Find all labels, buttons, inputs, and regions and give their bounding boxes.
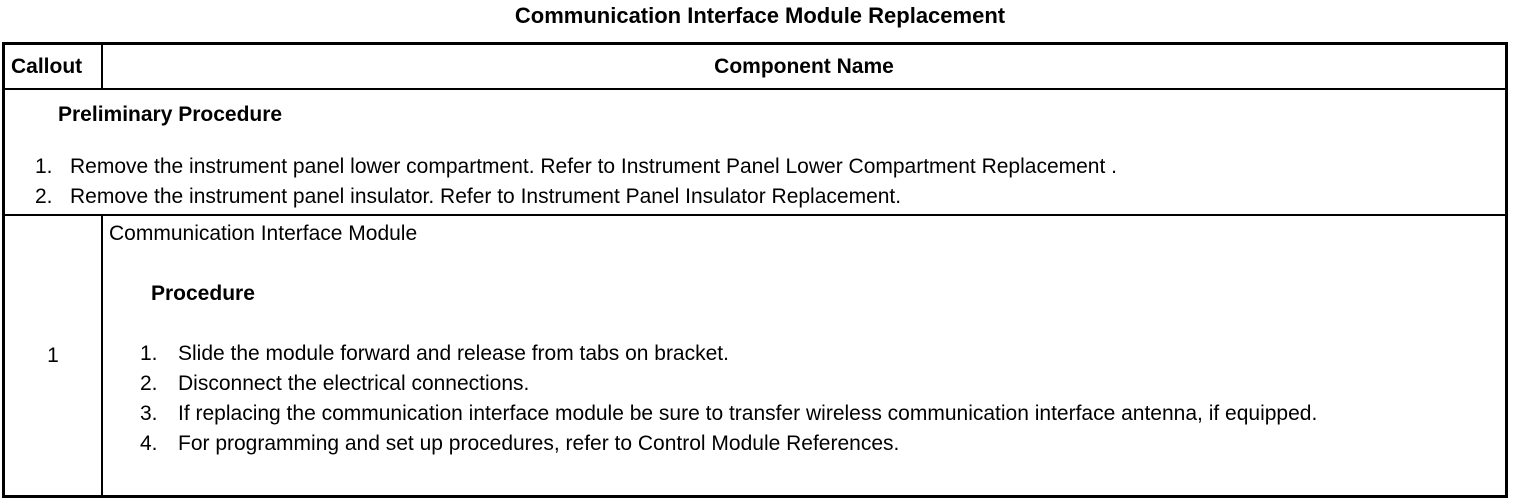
step-number: 2. [35,185,53,208]
callout-value: 1 [47,343,59,367]
step-text: If replacing the communication interface… [178,402,1318,425]
component-table: Callout Component Name Preliminary Proce… [2,42,1508,498]
procedure-step: 4. For programming and set up procedures… [140,429,1505,459]
step-number: 2. [140,372,158,395]
callout-column-header: Callout [5,45,103,88]
procedure-step: 3. If replacing the communication interf… [140,399,1505,429]
step-text: For programming and set up procedures, r… [178,432,900,455]
table-header-row: Callout Component Name [5,45,1505,90]
procedure-step-list: 1. Slide the module forward and release … [109,339,1505,459]
preliminary-procedure-section: Preliminary Procedure 1. Remove the inst… [5,90,1505,216]
step-number: 4. [140,432,158,455]
step-text: Remove the instrument panel lower compar… [70,155,1117,178]
procedure-step: 2. Disconnect the electrical connections… [140,369,1505,399]
component-name: Communication Interface Module [109,222,418,245]
step-text: Disconnect the electrical connections. [178,372,530,395]
step-text: Slide the module forward and release fro… [178,342,729,365]
callout-cell: 1 [5,216,103,495]
preliminary-step-list: 1. Remove the instrument panel lower com… [5,152,1505,212]
step-number: 1. [35,155,53,178]
step-number: 3. [140,402,158,425]
preliminary-step: 2. Remove the instrument panel insulator… [35,182,1505,212]
component-name-column-header: Component Name [714,54,894,78]
component-cell: Communication Interface Module Procedure… [103,216,1505,495]
procedure-step: 1. Slide the module forward and release … [140,339,1505,369]
procedure-heading: Procedure [151,282,255,305]
step-text: Remove the instrument panel insulator. R… [70,185,902,208]
table-row: 1 Communication Interface Module Procedu… [5,216,1505,495]
preliminary-step: 1. Remove the instrument panel lower com… [35,152,1505,182]
step-number: 1. [140,342,158,365]
preliminary-procedure-heading: Preliminary Procedure [58,103,283,126]
page-title: Communication Interface Module Replaceme… [514,3,1006,28]
